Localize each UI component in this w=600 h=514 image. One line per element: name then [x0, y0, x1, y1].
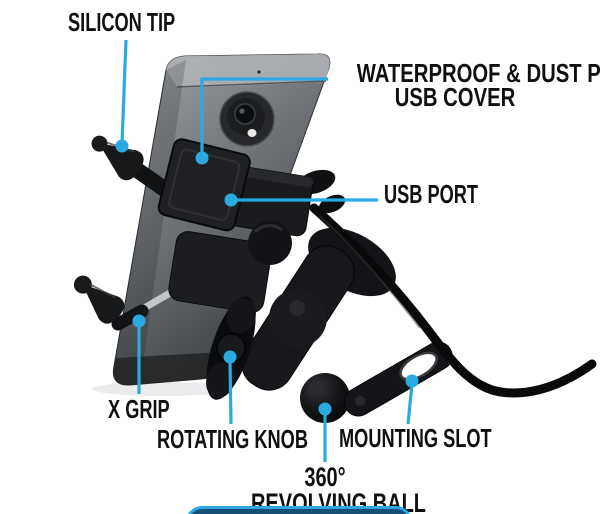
callout-dot-revolving-ball: [318, 402, 332, 416]
callout-dot-usb-port: [224, 193, 238, 207]
label-mounting-slot: MOUNTING SLOT: [339, 423, 492, 453]
power-cable: [309, 203, 597, 398]
mounting-slot-tab: [343, 341, 453, 417]
callout-dots: [115, 139, 419, 416]
label-usb-cover: WATERPROOF & DUST PROOF USB COVER: [356, 58, 600, 112]
label-usb-cover-line1: WATERPROOF & DUST PROOF: [356, 58, 600, 88]
rotating-knob: [206, 296, 256, 400]
callout-line-silicon-tip: [120, 39, 128, 145]
usb-cover-flap: [157, 138, 251, 232]
label-usb-cover-line2: USB COVER: [394, 82, 516, 112]
silicon-tip-upper: [91, 135, 108, 152]
callout-dot-x-grip: [132, 314, 146, 328]
camera-module: [219, 91, 275, 147]
camera-flash: [247, 129, 257, 137]
label-x-grip: X GRIP: [108, 394, 170, 424]
label-rotating-knob: ROTATING KNOB: [157, 424, 308, 454]
silicon-tip-lower: [73, 275, 92, 294]
label-360-degree: 360°: [304, 462, 346, 492]
revolving-ball: [300, 373, 350, 423]
label-silicon-tip: SILICON TIP: [68, 7, 176, 37]
callout-dot-silicon-tip: [115, 139, 129, 153]
callout-dot-rotating-knob: [223, 350, 237, 364]
callout-dot-usb-cover: [195, 151, 209, 165]
label-usb-port: USB PORT: [384, 179, 479, 209]
callout-line-mounting-slot: [406, 383, 414, 425]
callout-line-usb-cover: [200, 77, 328, 158]
callout-lines: [120, 39, 414, 462]
callout-dot-mounting-slot: [405, 374, 419, 388]
mount-arm: [168, 221, 355, 391]
mounting-slot-hole: [399, 351, 438, 381]
callout-line-rotating-knob: [228, 359, 233, 425]
bottom-banner: [186, 506, 412, 514]
camera-lens: [234, 103, 256, 125]
mic-hole: [257, 70, 261, 74]
x-grip-arm-lower: [73, 275, 186, 331]
